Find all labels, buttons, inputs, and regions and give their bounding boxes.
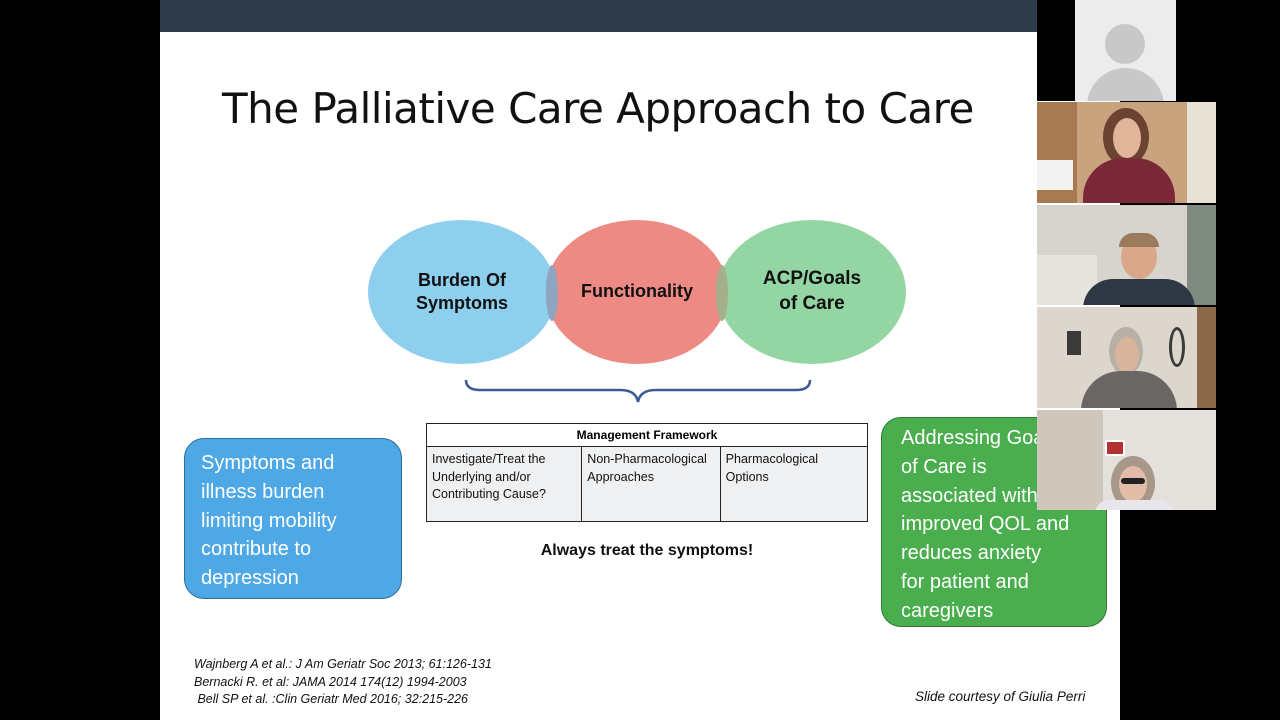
- background-shape: [1037, 160, 1073, 190]
- cell-line: Options: [725, 469, 769, 484]
- venn-circle-symptoms: Burden Of Symptoms: [368, 220, 556, 364]
- callout-line: of Care is: [901, 455, 987, 478]
- table-cell-non-pharm: Non-Pharmacological Approaches: [581, 447, 719, 521]
- callout-line: associated with: [901, 484, 1038, 507]
- venn-label: Functionality: [581, 281, 693, 302]
- person-body-shape: [1083, 279, 1195, 305]
- wall-sign-shape: [1105, 440, 1125, 456]
- participant-video-panel: [1037, 0, 1216, 510]
- table-cell-investigate: Investigate/Treat the Underlying and/or …: [427, 447, 581, 521]
- callout-line: Symptoms and: [201, 452, 335, 474]
- person-face-shape: [1113, 118, 1141, 158]
- person-face-shape: [1115, 337, 1139, 373]
- mirror-shape: [1169, 327, 1185, 367]
- callout-line: Addressing Goals: [901, 427, 1059, 449]
- callout-line: caregivers: [901, 599, 994, 622]
- reference-line: Bell SP et al. :Clin Geriatr Med 2016; 3…: [194, 692, 468, 706]
- slide-top-bar: [160, 0, 1120, 32]
- symptoms-callout-box: Symptoms and illness burden limiting mob…: [184, 438, 402, 599]
- venn-label-line: ACP/Goals: [762, 268, 862, 290]
- reference-line: Bernacki R. et al: JAMA 2014 174(12) 199…: [194, 674, 467, 689]
- table-cell-pharm: Pharmacological Options: [719, 447, 867, 521]
- person-body-shape: [1095, 500, 1173, 510]
- callout-line: improved QOL and: [901, 513, 1070, 536]
- background-shape: [1067, 331, 1081, 355]
- venn-overlap-left: [546, 265, 558, 321]
- background-shape: [1197, 307, 1216, 408]
- avatar-head-shape: [1105, 24, 1145, 64]
- person-body-shape: [1083, 158, 1175, 203]
- slide-title: The Palliative Care Approach to Care: [222, 84, 974, 133]
- callout-line: illness burden: [201, 480, 325, 503]
- background-shape: [1187, 205, 1216, 305]
- participant-video-tile[interactable]: [1037, 102, 1216, 203]
- venn-circle-functionality: Functionality: [546, 220, 728, 364]
- person-face-shape: [1119, 466, 1147, 502]
- cell-line: Investigate/Treat the: [432, 452, 546, 466]
- slide-courtesy: Slide courtesy of Giulia Perri: [915, 689, 1086, 704]
- venn-overlap-right: [716, 265, 728, 321]
- participant-video-tile[interactable]: [1037, 410, 1216, 510]
- table-header: Management Framework: [427, 424, 867, 447]
- callout-line: depression: [201, 567, 299, 590]
- venn-diagram: Burden Of Symptoms ACP/Goals of Care Funct…: [360, 215, 920, 375]
- references: Wajnberg A et al.: J Am Geriatr Soc 2013…: [194, 656, 492, 709]
- always-treat-text: Always treat the symptoms!: [540, 542, 754, 559]
- cell-line: Pharmacological: [725, 452, 819, 466]
- curly-brace-shape: [464, 379, 812, 403]
- callout-line: reduces anxiety: [901, 542, 1042, 565]
- reference-line: Wajnberg A et al.: J Am Geriatr Soc 2013…: [194, 657, 492, 671]
- person-hair-shape: [1119, 233, 1159, 247]
- avatar: [1075, 0, 1176, 101]
- participant-video-tile[interactable]: [1037, 307, 1216, 408]
- presentation-slide: The Palliative Care Approach to Care Bur…: [160, 0, 1120, 720]
- venn-label-line: of Care: [779, 293, 845, 314]
- cell-line: Underlying and/or: [432, 469, 531, 484]
- glasses-shape: [1121, 478, 1145, 484]
- cell-line: Non-Pharmacological: [587, 452, 707, 466]
- callout-line: for patient and: [901, 570, 1029, 593]
- venn-label-line: Burden Of: [418, 269, 506, 290]
- background-shape: [1037, 410, 1103, 510]
- participant-tile-no-video[interactable]: [1037, 0, 1216, 101]
- callout-line: contribute to: [201, 538, 312, 561]
- avatar-body-shape: [1087, 68, 1164, 101]
- venn-label-line: Symptoms: [415, 293, 509, 313]
- cell-line: Approaches: [587, 469, 655, 484]
- person-body-shape: [1081, 371, 1177, 408]
- callout-line: limiting mobility: [201, 509, 337, 532]
- venn-circle-goals: ACP/Goals of Care: [718, 220, 906, 364]
- background-shape: [1187, 102, 1216, 203]
- participant-video-tile[interactable]: [1037, 205, 1216, 305]
- management-framework-table: Management Framework Investigate/Treat t…: [426, 423, 868, 522]
- cell-line: Contributing Cause?: [432, 487, 546, 501]
